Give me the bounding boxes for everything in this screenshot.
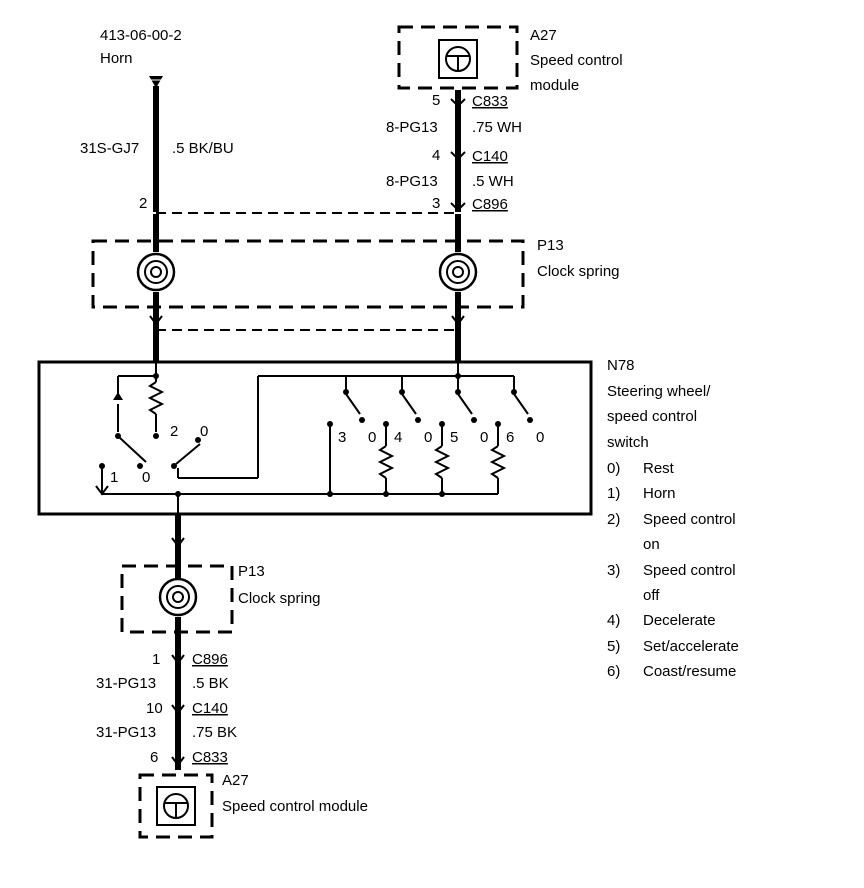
clock-spring-bottom-name: Clock spring xyxy=(238,590,321,607)
speed-control-module-bottom-icon xyxy=(156,786,196,826)
switch-5-label: 5 xyxy=(450,429,458,446)
connector-c140-top-icon xyxy=(450,151,466,161)
speed-control-module-icon xyxy=(438,39,478,79)
bottom-wire-pin-6: 6 xyxy=(150,749,158,766)
clock-spring-top-name: Clock spring xyxy=(537,263,620,280)
position-3-num: 3) xyxy=(607,562,620,579)
position-2-label-1: Speed control xyxy=(643,511,736,528)
clock-spring-top-left-icon xyxy=(136,252,176,292)
top-wire-spec-1: .75 WH xyxy=(472,119,522,136)
position-3-label-2: off xyxy=(643,587,660,604)
top-wire-pin-5: 5 xyxy=(432,92,440,109)
top-wire-circuit-1: 8-PG13 xyxy=(386,119,438,136)
clock-spring-top-left-connector-icon xyxy=(149,315,163,326)
top-wire-connector-c140: C140 xyxy=(472,148,508,165)
module-bottom-name: Speed control module xyxy=(222,798,368,815)
top-wire-connector-c896: C896 xyxy=(472,196,508,213)
horn-terminal-icon xyxy=(149,76,163,88)
horn-resistor-icon xyxy=(147,362,165,439)
bottom-wire-connector-c140: C140 xyxy=(192,700,228,717)
position-1-num: 1) xyxy=(607,485,620,502)
horn-switch-label-1: 1 xyxy=(110,469,118,486)
bottom-wire-circuit-2: 31-PG13 xyxy=(96,724,156,741)
switch-positions-legend: 0) Rest 1) Horn 2) Speed control on 3) S… xyxy=(607,460,739,680)
bottom-wire-pin-1: 1 xyxy=(152,651,160,668)
horn-switch-label-0: 0 xyxy=(142,469,150,486)
switch-box xyxy=(37,360,593,516)
switch-3-label-0: 0 xyxy=(368,429,376,446)
switch-6-label-0: 0 xyxy=(536,429,544,446)
switch-name-3: switch xyxy=(607,434,649,451)
clock-spring-top-right-icon xyxy=(438,252,478,292)
switch-6 xyxy=(489,376,533,494)
switch-id: N78 xyxy=(607,357,635,374)
position-4-label: Decelerate xyxy=(643,612,716,629)
position-6-label: Coast/resume xyxy=(643,663,736,680)
position-2-label-2: on xyxy=(643,536,660,553)
bottom-wire-connector-c833: C833 xyxy=(192,749,228,766)
switch-3 xyxy=(327,376,365,494)
clock-spring-bottom-id: P13 xyxy=(238,563,265,580)
switch-6-label: 6 xyxy=(506,429,514,446)
connector-c896-bottom-icon xyxy=(171,654,185,665)
connector-c833-top-icon xyxy=(450,98,466,108)
module-top-id: A27 xyxy=(530,27,557,44)
switch-5 xyxy=(433,362,477,494)
on-switch-label-0: 0 xyxy=(200,423,208,440)
clock-spring-top-box xyxy=(91,239,525,309)
module-top-name-2: module xyxy=(530,77,579,94)
top-wire-circuit-2: 8-PG13 xyxy=(386,173,438,190)
horn-wire-spec: .5 BK/BU xyxy=(172,140,234,157)
position-6-num: 6) xyxy=(607,663,620,680)
position-0-num: 0) xyxy=(607,460,620,477)
position-0-label: Rest xyxy=(643,460,675,477)
position-3-label-1: Speed control xyxy=(643,562,736,579)
position-5-num: 5) xyxy=(607,638,620,655)
horn-wire-pin: 2 xyxy=(139,195,147,212)
connector-c896-top-icon xyxy=(450,202,466,212)
switch-name-2: speed control xyxy=(607,408,697,425)
switch-4-label: 4 xyxy=(394,429,402,446)
top-wire-spec-2: .5 WH xyxy=(472,173,514,190)
switch-4-label-0: 0 xyxy=(424,429,432,446)
clock-spring-top-right-connector-icon xyxy=(451,315,465,326)
top-wire-pin-3: 3 xyxy=(432,195,440,212)
connector-c140-bottom-icon xyxy=(171,704,185,715)
horn-wire-circuit: 31S-GJ7 xyxy=(80,140,139,157)
horn-switch xyxy=(95,375,178,496)
switch-output-connector-icon xyxy=(171,537,185,548)
switch-5-label-0: 0 xyxy=(480,429,488,446)
bottom-wire-spec-1: .5 BK xyxy=(192,675,229,692)
bottom-wire-pin-10: 10 xyxy=(146,700,163,717)
clock-spring-bottom-icon xyxy=(158,577,198,617)
module-bottom-id: A27 xyxy=(222,772,249,789)
position-2-num: 2) xyxy=(607,511,620,528)
module-bottom-box xyxy=(138,773,214,839)
switch-3-label: 3 xyxy=(338,429,346,446)
speed-control-on-switch xyxy=(171,375,514,514)
bottom-wire-spec-2: .75 BK xyxy=(192,724,237,741)
top-wire-pin-4: 4 xyxy=(432,147,440,164)
top-wire-connector-c833: C833 xyxy=(472,93,508,110)
connector-c833-bottom-icon xyxy=(171,756,185,767)
bottom-wire-circuit-1: 31-PG13 xyxy=(96,675,156,692)
position-1-label: Horn xyxy=(643,485,676,502)
position-5-label: Set/accelerate xyxy=(643,638,739,655)
module-top-name-1: Speed control xyxy=(530,52,623,69)
bottom-wire-connector-c896: C896 xyxy=(192,651,228,668)
horn-ref-name: Horn xyxy=(100,50,133,67)
on-switch-label-2: 2 xyxy=(170,423,178,440)
switch-name-1: Steering wheel/ xyxy=(607,383,711,400)
clock-spring-top-id: P13 xyxy=(537,237,564,254)
horn-ref-code: 413-06-00-2 xyxy=(100,27,182,44)
position-4-num: 4) xyxy=(607,612,620,629)
